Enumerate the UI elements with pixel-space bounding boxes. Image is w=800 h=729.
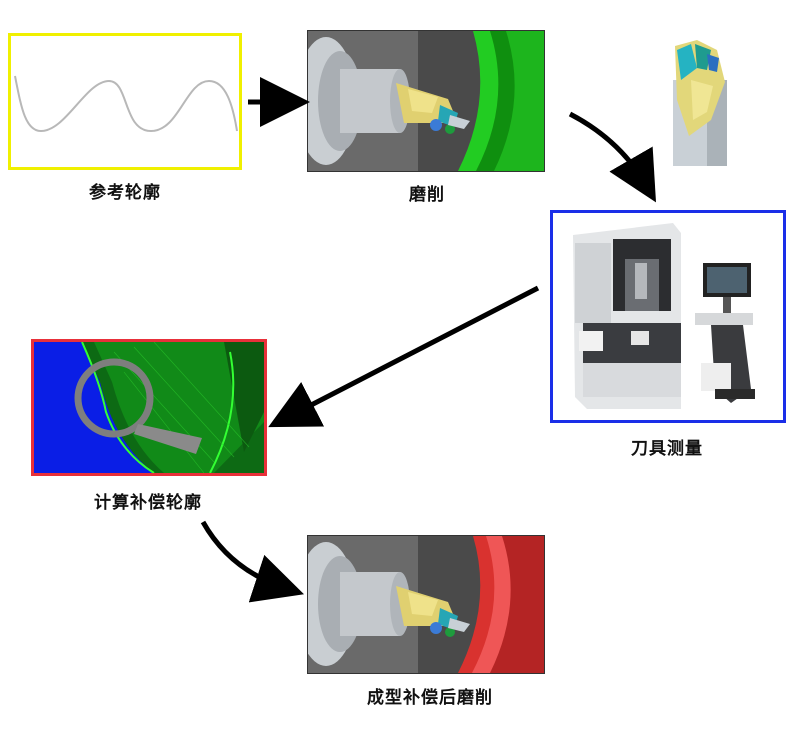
compensated-grinding-illustration (308, 536, 544, 673)
arrow-measurement-to-compensation (268, 285, 540, 428)
magnifier-icon (74, 358, 154, 438)
compensated-profile-panel (31, 339, 267, 476)
grinding-panel (307, 30, 545, 172)
measuring-machine (573, 223, 755, 409)
grinding-illustration (308, 31, 544, 171)
reference-curve (14, 75, 238, 133)
arrow-compensation-to-grinding (200, 520, 305, 603)
arrow-grinding-to-measurement (568, 111, 657, 203)
compensated-profile-illustration (34, 342, 264, 473)
compensated-grinding-panel (307, 535, 545, 674)
reference-profile-panel (8, 33, 242, 170)
grinding-label: 磨削 (409, 185, 445, 205)
reference-profile-label: 参考轮廓 (89, 183, 161, 203)
tool-measurement-panel (550, 210, 786, 423)
compensated-grinding-label: 成型补偿后磨削 (367, 688, 493, 708)
tool-measurement-label: 刀具测量 (631, 439, 703, 459)
tool-closeup (667, 40, 731, 166)
compensated-profile-label: 计算补偿轮廓 (94, 493, 202, 513)
